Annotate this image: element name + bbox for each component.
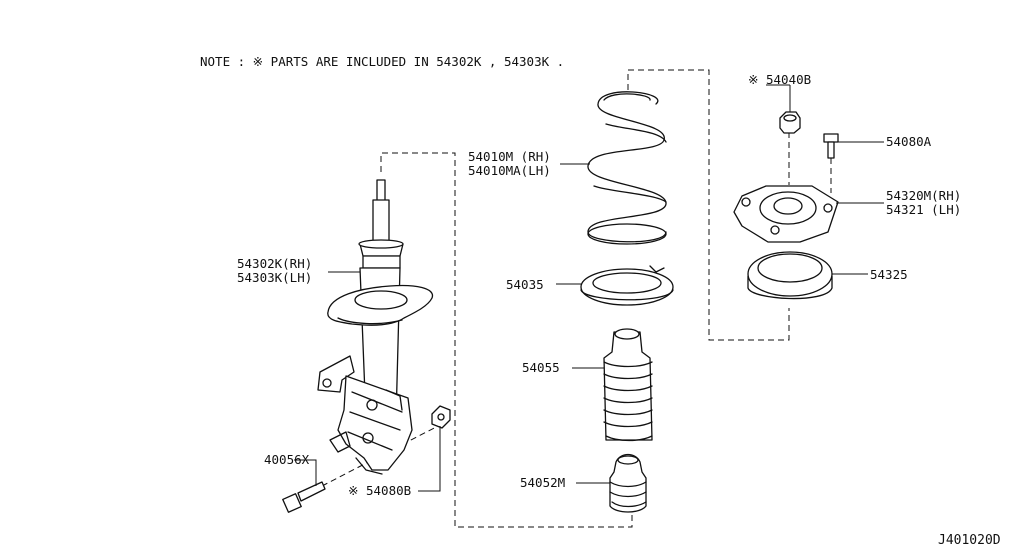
top-nut-label: ※ 54040B (748, 72, 811, 87)
strut-label-lh: 54303K(LH) (237, 270, 312, 285)
strut-mount-drawing (733, 185, 839, 243)
spring-seat-drawing (580, 265, 674, 306)
mount-label-rh: 54320M(RH) (886, 188, 961, 203)
strut-assembly-drawing (317, 179, 434, 475)
lower-nut-label: ※ 54080B (348, 483, 411, 498)
lower-bolt-dashed-line (321, 424, 441, 487)
bump-stop-label: 54052M (520, 475, 565, 490)
diagram-note: NOTE : ※ PARTS ARE INCLUDED IN 54302K , … (200, 54, 564, 69)
spring-seat-label: 54035 (506, 277, 544, 292)
top-nut-drawing (779, 111, 801, 134)
bump-boot-label: 54055 (522, 360, 560, 375)
spring-label-rh: 54010M (RH) (468, 149, 551, 164)
strut-label-rh: 54302K(RH) (237, 256, 312, 271)
bump-boot-drawing (603, 328, 653, 442)
strut-assembly-dashed-line (380, 152, 633, 528)
diagram-code: J401020D (938, 533, 1001, 548)
lower-nut-drawing (431, 405, 451, 429)
spring-assembly-dashed-line (627, 69, 790, 341)
top-bolt-drawing (823, 133, 839, 159)
lower-bolt-label: 40056X (264, 452, 310, 467)
top-bolt-label: 54080A (886, 134, 932, 149)
nut-lower-leader (418, 426, 441, 492)
spring-label-lh: 54010MA(LH) (468, 163, 551, 178)
bearing-drawing (747, 251, 833, 300)
bump-stop-drawing (609, 453, 647, 513)
mount-label-lh: 54321 (LH) (886, 202, 961, 217)
coil-spring-drawing (587, 91, 667, 245)
bearing-label: 54325 (870, 267, 908, 282)
lower-bolt-drawing (282, 481, 326, 513)
bolt-lower-leader (294, 459, 317, 486)
